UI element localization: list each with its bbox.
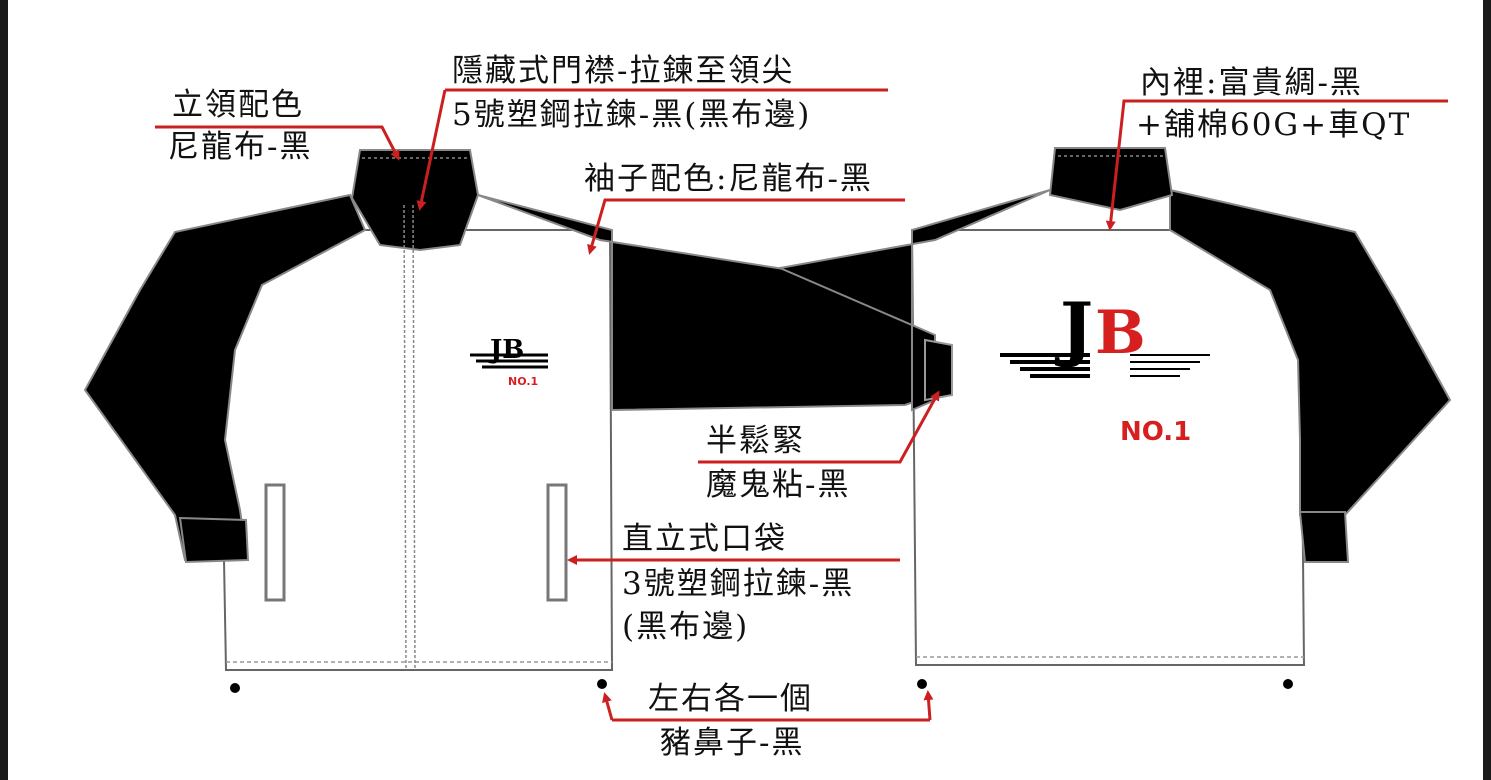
- collar-leader: [155, 125, 400, 161]
- lining-leader: [1105, 99, 1448, 231]
- placket-leader: [420, 88, 888, 208]
- back-logo: J B NO.1: [1000, 287, 1210, 447]
- svg-text:B: B: [1095, 298, 1146, 368]
- front-left-pocket: [264, 483, 286, 602]
- back-collar: [1048, 147, 1174, 212]
- hem-label-line2: 豬鼻子-黑: [660, 725, 805, 761]
- svg-text:JB: JB: [488, 335, 524, 365]
- sleeve-leader: [587, 198, 905, 255]
- collar-label-line2: 尼龍布-黑: [168, 129, 313, 165]
- front-body: [216, 229, 614, 671]
- pocket-label-line3: (黑布邊): [622, 609, 750, 645]
- lining-label-line2: +舖棉60G+車QT: [1136, 107, 1412, 143]
- front-right-pocket: [546, 483, 568, 602]
- back-left-toggle: [917, 679, 927, 689]
- right-frame-border: [1483, 0, 1491, 780]
- velcro-cuff: [924, 338, 953, 402]
- cuff-label-line1: 半鬆緊: [706, 423, 805, 459]
- lining-label-line1: 內裡:富貴綢-黑: [1140, 65, 1363, 101]
- cuff-label-line2: 魔鬼粘-黑: [706, 467, 851, 503]
- front-jacket: [83, 149, 936, 693]
- sleeve-label: 袖子配色:尼龍布-黑: [584, 161, 873, 197]
- back-right-cuff: [1298, 511, 1350, 563]
- pocket-label-line1: 直立式口袋: [622, 521, 787, 557]
- front-left-toggle: [230, 683, 240, 693]
- left-frame-border: [0, 0, 8, 780]
- back-jacket: [776, 147, 1452, 689]
- back-body: [910, 229, 1306, 666]
- front-left-cuff: [178, 516, 250, 564]
- front-zipper: [403, 204, 416, 671]
- placket-label-line1: 隱藏式門襟-拉鍊至領尖: [452, 53, 795, 89]
- svg-text:NO.1: NO.1: [508, 375, 538, 388]
- pocket-label-line2: 3號塑鋼拉鍊-黑: [622, 566, 855, 602]
- hem-label-line1: 左右各一個: [648, 681, 813, 717]
- collar-label-line1: 立領配色: [172, 87, 304, 123]
- svg-text:NO.1: NO.1: [1120, 417, 1191, 447]
- leader-lines: [155, 88, 1448, 722]
- hem-leader-right: [923, 690, 934, 721]
- placket-label-line2: 5號塑鋼拉鍊-黑(黑布邊): [452, 97, 812, 133]
- front-logo: JB NO.1: [470, 335, 548, 388]
- front-right-toggle: [597, 679, 607, 689]
- svg-text:J: J: [1054, 287, 1093, 370]
- back-right-toggle: [1283, 679, 1293, 689]
- hem-leader-left: [602, 692, 614, 721]
- cuff-leader: [698, 390, 940, 464]
